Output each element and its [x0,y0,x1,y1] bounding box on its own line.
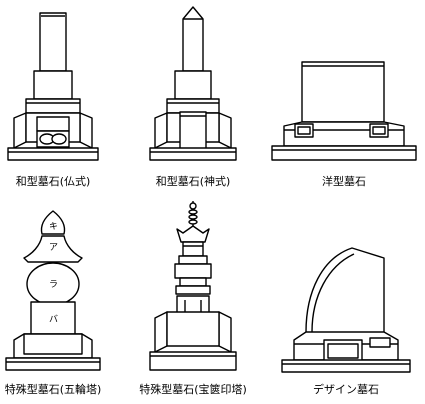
gorinto-mark-upper: ア [49,243,58,253]
caption-wagata-shinshiki: 和型墓石(神式) [155,175,231,188]
caption-yougata: 洋型墓石 [322,175,366,188]
yougata-drawing [271,61,417,161]
gorinto-mark-top: キ [49,222,58,232]
wagata-bushiki-drawing [7,12,99,161]
caption-wagata-bushiki: 和型墓石(仏式) [15,175,91,188]
caption-gorinto: 特殊型墓石(五輪塔) [4,383,102,396]
design-drawing [281,247,411,373]
wagata-shinshiki-drawing [149,6,237,161]
gorinto-drawing: キ ア ラ バ [5,210,101,371]
caption-houkyouinto: 特殊型墓石(宝篋印塔) [139,383,247,396]
gorinto-mark-low: バ [49,314,58,325]
caption-design: デザイン墓石 [313,383,379,396]
gorinto-mark-mid: ラ [49,279,58,290]
houkyouinto-drawing [149,201,237,371]
